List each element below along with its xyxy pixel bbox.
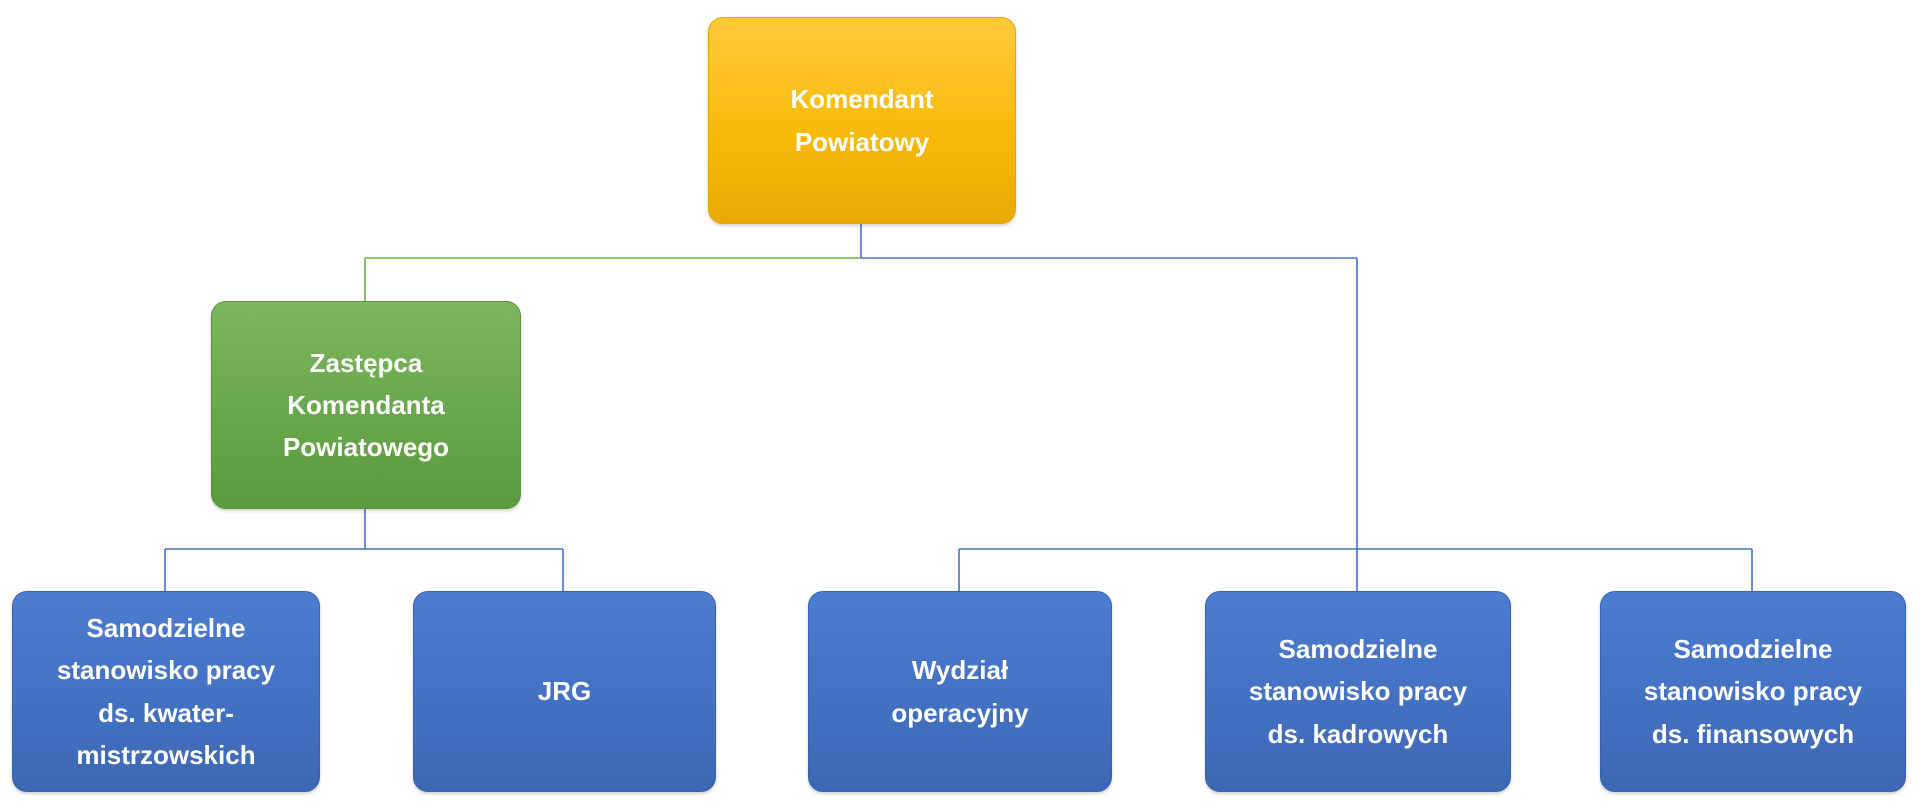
org-node-kadrowe: Samodzielne stanowisko pracy ds. kadrowy…	[1205, 591, 1511, 792]
org-node-label: Samodzielne stanowisko pracy ds. kwater-…	[56, 613, 276, 770]
org-node-label: Samodzielne stanowisko pracy ds. kadrowy…	[1248, 634, 1468, 749]
org-node-jrg: JRG	[413, 591, 716, 792]
org-node-label: Zastępca Komendanta Powiatowego	[282, 347, 450, 463]
org-node-label: Komendant Powiatowy	[790, 84, 934, 157]
org-node-kwatermistrzowskie: Samodzielne stanowisko pracy ds. kwater-…	[12, 591, 320, 792]
org-node-zastepca-komendanta: Zastępca Komendanta Powiatowego	[211, 301, 521, 509]
org-node-komendant-powiatowy: Komendant Powiatowy	[708, 17, 1016, 224]
org-node-finansowe: Samodzielne stanowisko pracy ds. finanso…	[1600, 591, 1906, 792]
org-node-wydzial-operacyjny: Wydział operacyjny	[808, 591, 1112, 792]
org-node-label: Wydział operacyjny	[891, 655, 1029, 728]
org-node-label: Samodzielne stanowisko pracy ds. finanso…	[1643, 634, 1863, 749]
org-node-label: JRG	[537, 676, 592, 707]
